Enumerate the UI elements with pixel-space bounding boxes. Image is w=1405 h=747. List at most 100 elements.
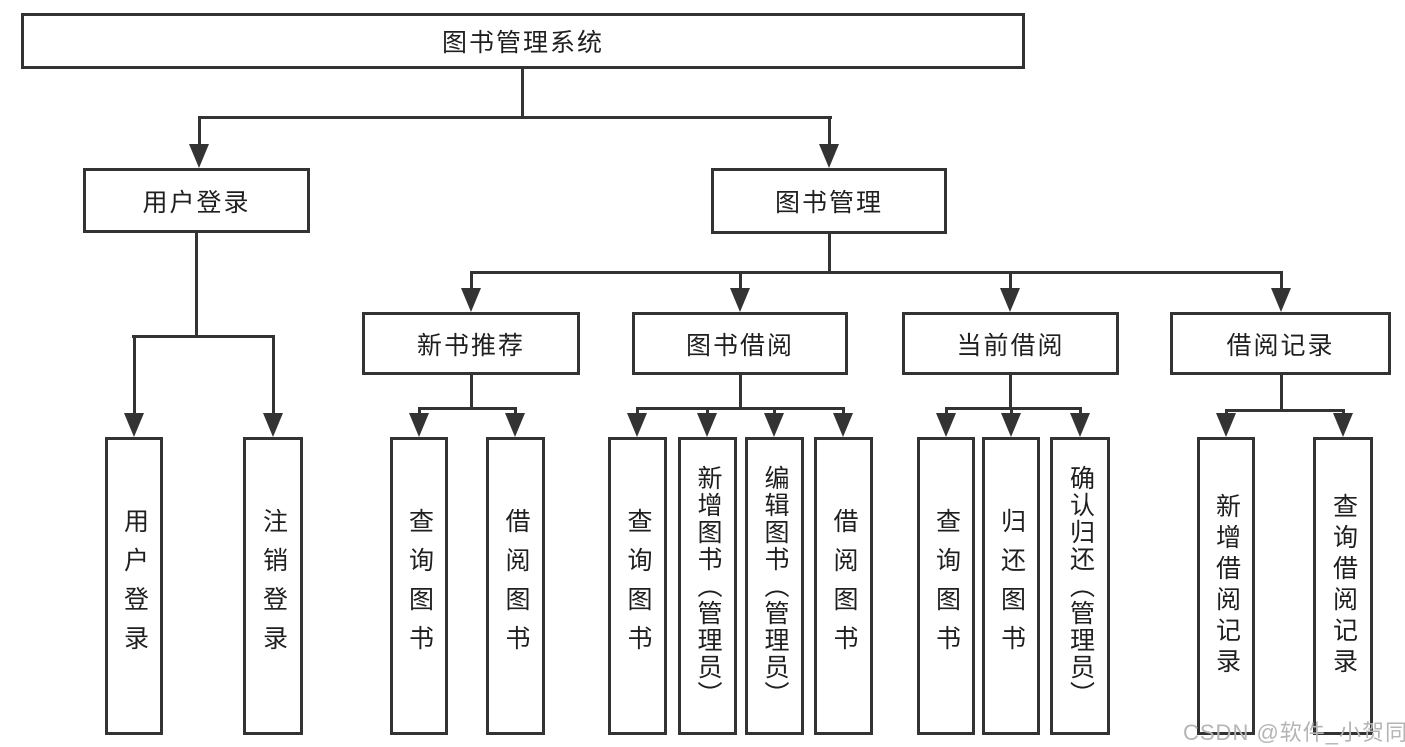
connector-bookborrow-horizontal (636, 407, 845, 410)
connector-root-vertical (521, 68, 524, 119)
leaf-query-books-current: 查询图书 (917, 437, 975, 735)
leaf-query-books-borrow: 查询图书 (608, 437, 667, 735)
arrow-down (730, 274, 750, 312)
leaf-query-borrow-record: 查询借阅记录 (1313, 437, 1373, 735)
arrow-stem (197, 119, 201, 150)
arrow-stem (827, 119, 831, 150)
arrow-head (263, 413, 283, 437)
leaf-label: 新增借阅记录 (1212, 493, 1241, 679)
arrow-down (409, 410, 429, 437)
arrow-head (1271, 288, 1291, 312)
arrow-down (627, 410, 647, 437)
node-root-system: 图书管理系统 (21, 13, 1025, 69)
connector-userlogin-horizontal (132, 335, 275, 338)
node-user-login-label: 用户登录 (142, 188, 251, 217)
leaf-borrow-books: 借阅图书 (814, 437, 873, 735)
arrow-down (764, 410, 784, 437)
leaf-add-books-admin: 新增图书（管理员） (678, 437, 737, 735)
arrow-down (1216, 412, 1236, 437)
node-current-borrowing: 当前借阅 (902, 312, 1119, 375)
arrow-head (627, 413, 647, 437)
arrow-stem (271, 338, 275, 419)
leaf-label: 借阅图书 (830, 508, 858, 664)
connector-currentborrow-vertical (1009, 375, 1012, 410)
arrow-stem (132, 338, 136, 419)
arrow-head (1001, 413, 1021, 437)
leaf-borrow-books-newbook: 借阅图书 (486, 437, 545, 735)
arrow-stem (738, 274, 742, 294)
leaf-query-books-newbook: 查询图书 (390, 437, 448, 735)
arrow-stem (469, 274, 473, 294)
arrow-head (1216, 413, 1236, 437)
leaf-user-login: 用户登录 (105, 437, 163, 735)
arrow-head (1070, 413, 1090, 437)
node-root-label: 图书管理系统 (441, 29, 604, 57)
connector-borrowrecord-horizontal (1225, 409, 1345, 412)
arrow-down (819, 119, 839, 168)
arrow-down (263, 338, 283, 437)
arrow-down (189, 119, 209, 168)
arrow-head (764, 413, 784, 437)
leaf-edit-books-admin: 编辑图书（管理员） (745, 437, 804, 735)
arrow-head (409, 413, 429, 437)
leaf-label: 确认归还（管理员） (1066, 464, 1095, 708)
arrow-head (189, 144, 209, 168)
arrow-head (730, 288, 750, 312)
arrow-head (124, 413, 144, 437)
node-current-borrowing-label: 当前借阅 (956, 331, 1065, 360)
node-borrowing-records: 借阅记录 (1170, 312, 1391, 375)
leaf-return-books: 归还图书 (982, 437, 1040, 735)
connector-borrowrecord-vertical (1280, 375, 1283, 412)
connector-currentborrow-horizontal (945, 407, 1082, 410)
node-book-borrowing-label: 图书借阅 (685, 331, 794, 360)
connector-bookborrow-vertical (739, 375, 742, 410)
leaf-label: 查询图书 (405, 508, 434, 664)
arrow-down (1070, 410, 1090, 437)
connector-bookmgmt-vertical (828, 234, 831, 274)
arrow-stem (1279, 274, 1283, 294)
arrow-down (1271, 274, 1291, 312)
arrow-head (819, 144, 839, 168)
leaf-label: 用户登录 (120, 508, 149, 664)
arrow-down (936, 410, 956, 437)
node-book-borrowing: 图书借阅 (632, 312, 848, 375)
arrow-down (124, 338, 144, 437)
arrow-head (936, 413, 956, 437)
arrow-head (461, 288, 481, 312)
leaf-label: 查询图书 (624, 508, 652, 664)
leaf-label: 查询借阅记录 (1329, 493, 1358, 679)
node-book-management: 图书管理 (711, 168, 947, 234)
connector-userlogin-vertical (195, 233, 198, 338)
arrow-down (1001, 410, 1021, 437)
arrow-head (1333, 413, 1353, 437)
leaf-label: 新增图书（管理员） (694, 464, 722, 708)
node-borrowing-records-label: 借阅记录 (1226, 331, 1335, 360)
arrow-down (697, 410, 717, 437)
leaf-label: 借阅图书 (502, 508, 530, 664)
connector-newbook-vertical (470, 375, 473, 410)
connector-root-horizontal (198, 116, 832, 119)
arrow-head (505, 413, 525, 437)
leaf-logout: 注销登录 (243, 437, 303, 735)
node-book-management-label: 图书管理 (774, 189, 883, 217)
connector-bookmgmt-horizontal (470, 271, 1283, 274)
leaf-label: 查询图书 (932, 508, 961, 664)
arrow-down (1333, 412, 1353, 437)
arrow-down (1000, 274, 1020, 312)
connector-newbook-horizontal (418, 407, 517, 410)
arrow-head (1000, 288, 1020, 312)
leaf-confirm-return-admin: 确认归还（管理员） (1050, 437, 1110, 735)
arrow-down (505, 410, 525, 437)
arrow-head (833, 413, 853, 437)
leaf-label: 归还图书 (997, 508, 1026, 664)
leaf-label: 编辑图书（管理员） (761, 464, 789, 708)
leaf-label: 注销登录 (259, 508, 288, 664)
arrow-down (461, 274, 481, 312)
arrow-head (697, 413, 717, 437)
csdn-watermark: CSDN @软件_小贺同学 (1183, 720, 1405, 745)
leaf-add-borrow-record: 新增借阅记录 (1197, 437, 1255, 735)
arrow-stem (1008, 274, 1012, 294)
node-new-book-recommend-label: 新书推荐 (416, 331, 525, 360)
node-user-login: 用户登录 (83, 168, 310, 233)
